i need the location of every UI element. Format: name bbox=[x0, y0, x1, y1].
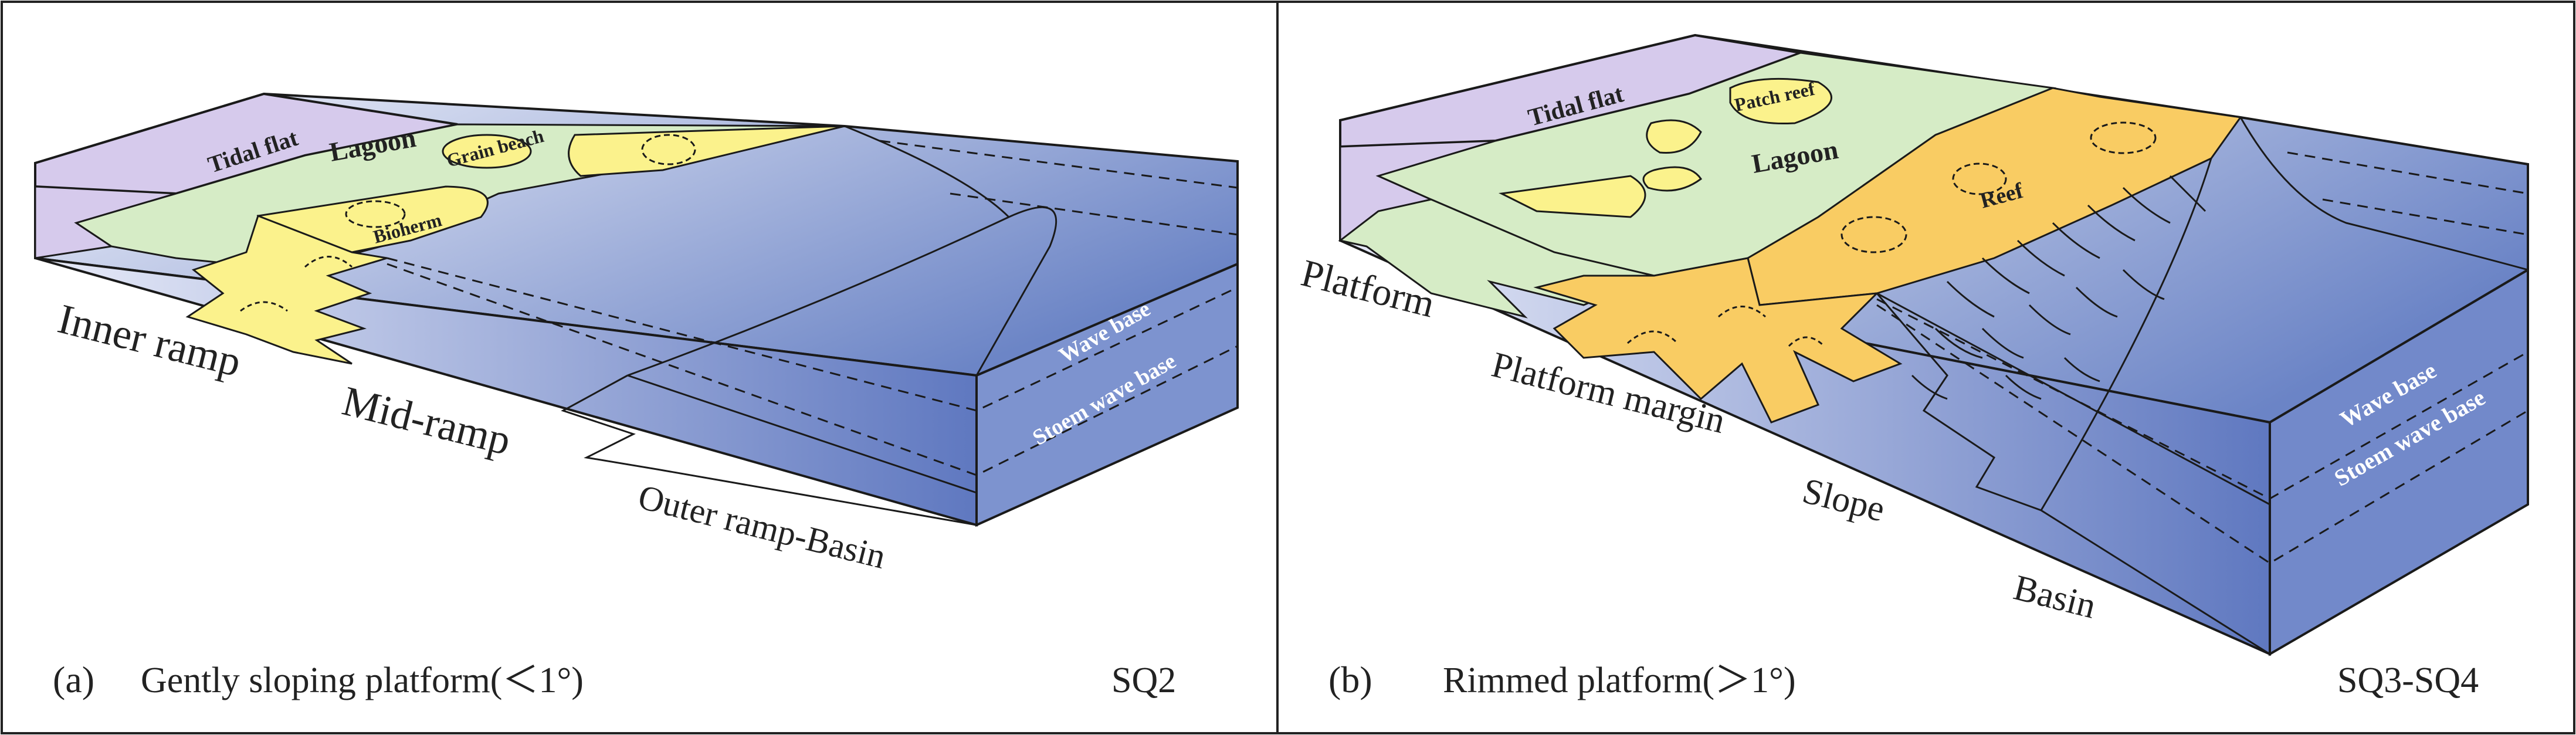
panel-a-top-dashed-3 bbox=[950, 192, 1238, 236]
panel-a-outer-sawtooth bbox=[561, 374, 977, 526]
panel-b-patch-reef-4 bbox=[1498, 175, 1646, 218]
panel-a-dotted-oval-1 bbox=[641, 134, 696, 165]
panel-b-dotted-oval-3 bbox=[1841, 216, 1907, 253]
panel-a-slope-line bbox=[627, 206, 1057, 377]
panel-b-dotted-arc-2 bbox=[1718, 306, 1766, 318]
panel-a-slope-line-top bbox=[844, 125, 1010, 218]
panel-a-caption-sequence: SQ2 bbox=[1111, 661, 1176, 700]
panel-b-patch-reef-1 bbox=[1729, 77, 1832, 125]
panel-a-dotted-arc-1 bbox=[304, 256, 352, 268]
panel-a-block bbox=[34, 92, 1239, 527]
panel-b-caption: (b) Rimmed platform(＞1°) SQ3-SQ4 bbox=[1328, 659, 2479, 700]
panel-b-patch-reef-2 bbox=[1646, 119, 1702, 154]
panel-b-reef-belt bbox=[1747, 87, 2242, 306]
panel-a-top-dashed-1 bbox=[844, 125, 1238, 162]
panel-a-bioherm bbox=[256, 185, 489, 253]
panel-b-block bbox=[1338, 33, 2529, 656]
panel-b-top-dashed-1 bbox=[2240, 116, 2528, 165]
panel-a-outer-ramp-label: Outer ramp-Basin bbox=[635, 477, 890, 576]
panel-a-storm-wave-base-line bbox=[387, 263, 1238, 476]
panel-b-caption-sequence: SQ3-SQ4 bbox=[2337, 661, 2479, 700]
panel-b-wave-base-line bbox=[1876, 298, 2528, 500]
panel-a-caption-text: Gently sloping platform(＜1°) bbox=[141, 661, 584, 700]
panel-a-dotted-oval-2 bbox=[345, 200, 406, 228]
panel-b-dotted-arc-3 bbox=[1788, 336, 1825, 347]
panel-b-top-dashed-2 bbox=[2287, 151, 2528, 195]
panel-b-caption-text: Rimmed platform(＞1°) bbox=[1443, 661, 1796, 700]
panel-a-top-dashed-2 bbox=[879, 140, 1238, 189]
panel-b-slope-edge bbox=[2239, 117, 2528, 271]
panel-a-dotted-arc-2 bbox=[240, 301, 288, 312]
panel-b-dotted-oval-1 bbox=[2090, 121, 2157, 154]
panel-a-caption-letter: (a) bbox=[53, 659, 94, 700]
panel-a-shoal bbox=[568, 125, 845, 177]
panel-a-mid-ramp-label: Mid-ramp bbox=[338, 377, 516, 464]
panel-b-dotted-oval-2 bbox=[1952, 162, 2007, 195]
panel-b-patch-reef-3 bbox=[1642, 166, 1703, 192]
panel-b-slope-toe bbox=[2040, 158, 2212, 511]
panel-a-caption: (a) Gently sloping platform(＜1°) SQ2 bbox=[53, 659, 1176, 700]
panel-b-caption-letter: (b) bbox=[1328, 659, 1372, 700]
panel-a-outer-line bbox=[627, 374, 977, 494]
panel-b-storm-wave-base-line bbox=[1876, 304, 2528, 564]
panel-a-wave-base-line bbox=[387, 257, 1238, 412]
panel-a-bioherm-front bbox=[185, 215, 388, 365]
panel-b-dotted-arc-1 bbox=[1627, 330, 1679, 344]
panel-b-basin-label: Basin bbox=[2010, 568, 2100, 626]
panel-b-slope-hatching bbox=[1911, 175, 2206, 400]
panel-a-grain-beach bbox=[442, 134, 532, 169]
